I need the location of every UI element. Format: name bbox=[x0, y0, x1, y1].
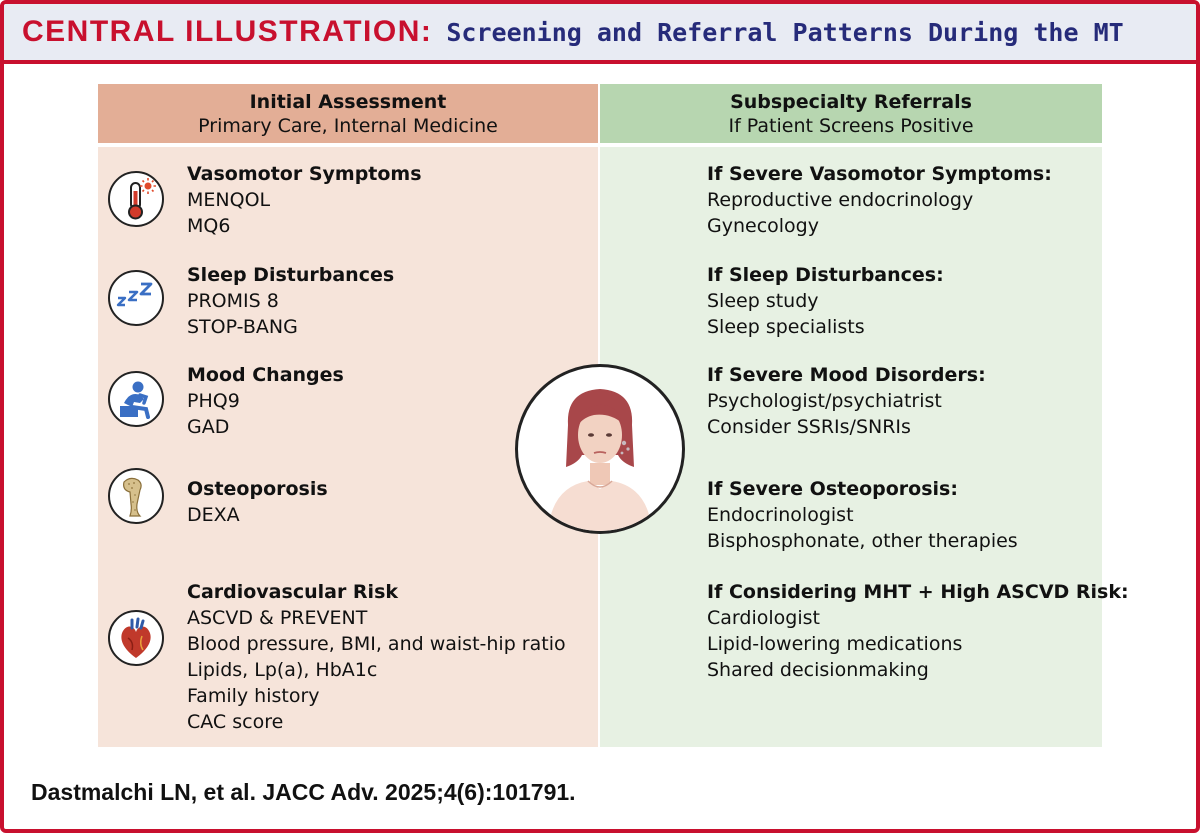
header-lead: CENTRAL ILLUSTRATION: bbox=[22, 15, 433, 48]
referral-heading: If Severe Vasomotor Symptoms: bbox=[707, 163, 1052, 185]
left-column-subtitle: Primary Care, Internal Medicine bbox=[198, 114, 498, 137]
thermometer-icon bbox=[108, 171, 164, 227]
referral-line: Psychologist/psychiatrist bbox=[707, 390, 942, 412]
referral-osteoporosis: If Severe Osteoporosis: Endocrinologist … bbox=[707, 476, 1018, 554]
assessment-line: MQ6 bbox=[187, 215, 231, 237]
referral-line: Lipid-lowering medications bbox=[707, 633, 963, 655]
assessment-heading: Cardiovascular Risk bbox=[187, 581, 399, 603]
header-title: Screening and Referral Patterns During t… bbox=[446, 17, 1124, 47]
referral-line: Gynecology bbox=[707, 215, 819, 237]
referral-line: Endocrinologist bbox=[707, 504, 854, 526]
assessment-heading: Osteoporosis bbox=[187, 478, 328, 500]
assessment-line: Family history bbox=[187, 685, 320, 707]
referral-line: Bisphosphonate, other therapies bbox=[707, 530, 1018, 552]
referral-heading: If Sleep Disturbances: bbox=[707, 264, 944, 286]
sad-person-icon bbox=[108, 371, 164, 427]
assessment-line: GAD bbox=[187, 416, 230, 438]
referral-cardiovascular: If Considering MHT + High ASCVD Risk: Ca… bbox=[707, 579, 1129, 683]
sleep-zzz-icon bbox=[108, 270, 164, 326]
assessment-line: PROMIS 8 bbox=[187, 290, 279, 312]
left-column-title: Initial Assessment bbox=[249, 90, 447, 113]
heart-icon bbox=[108, 610, 164, 666]
referral-vasomotor: If Severe Vasomotor Symptoms: Reproducti… bbox=[707, 161, 1052, 239]
referral-line: Cardiologist bbox=[707, 607, 820, 629]
assessment-panel bbox=[98, 147, 598, 747]
referral-line: Sleep study bbox=[707, 290, 819, 312]
assessment-line: STOP-BANG bbox=[187, 316, 298, 338]
referral-heading: If Severe Mood Disorders: bbox=[707, 364, 986, 386]
citation: Dastmalchi LN, et al. JACC Adv. 2025;4(6… bbox=[31, 779, 576, 805]
referral-line: Shared decisionmaking bbox=[707, 659, 929, 681]
referral-line: Reproductive endocrinology bbox=[707, 189, 974, 211]
assessment-heading: Mood Changes bbox=[187, 364, 344, 386]
referral-heading: If Considering MHT + High ASCVD Risk: bbox=[707, 581, 1129, 603]
referral-line: Sleep specialists bbox=[707, 316, 865, 338]
assessment-heading: Vasomotor Symptoms bbox=[187, 163, 422, 185]
referral-line: Consider SSRIs/SNRIs bbox=[707, 416, 911, 438]
right-column-title: Subspecialty Referrals bbox=[730, 90, 972, 113]
referral-heading: If Severe Osteoporosis: bbox=[707, 478, 958, 500]
assessment-line: MENQOL bbox=[187, 189, 271, 211]
referral-mood: If Severe Mood Disorders: Psychologist/p… bbox=[707, 362, 986, 440]
bone-icon bbox=[108, 468, 164, 524]
assessment-line: CAC score bbox=[187, 711, 284, 733]
assessment-heading: Sleep Disturbances bbox=[187, 264, 395, 286]
assessment-mood: Mood Changes PHQ9 GAD bbox=[187, 362, 344, 440]
assessment-cardiovascular: Cardiovascular Risk ASCVD & PREVENT Bloo… bbox=[187, 579, 566, 735]
assessment-vasomotor: Vasomotor Symptoms MENQOL MQ6 bbox=[187, 161, 422, 239]
woman-portrait-icon bbox=[515, 364, 685, 534]
assessment-sleep: Sleep Disturbances PROMIS 8 STOP-BANG bbox=[187, 262, 394, 340]
assessment-line: DEXA bbox=[187, 504, 240, 526]
referral-sleep: If Sleep Disturbances: Sleep study Sleep… bbox=[707, 262, 944, 340]
assessment-line: PHQ9 bbox=[187, 390, 240, 412]
header-bar: CENTRAL ILLUSTRATION: Screening and Refe… bbox=[4, 4, 1196, 64]
assessment-line: Lipids, Lp(a), HbA1c bbox=[187, 659, 378, 681]
assessment-line: ASCVD & PREVENT bbox=[187, 607, 368, 629]
right-column-subtitle: If Patient Screens Positive bbox=[728, 114, 974, 137]
assessment-line: Blood pressure, BMI, and waist-hip ratio bbox=[187, 633, 566, 655]
right-column-header: Subspecialty Referrals If Patient Screen… bbox=[600, 84, 1102, 143]
left-column-header: Initial Assessment Primary Care, Interna… bbox=[98, 84, 598, 143]
assessment-osteoporosis: Osteoporosis DEXA bbox=[187, 476, 328, 528]
